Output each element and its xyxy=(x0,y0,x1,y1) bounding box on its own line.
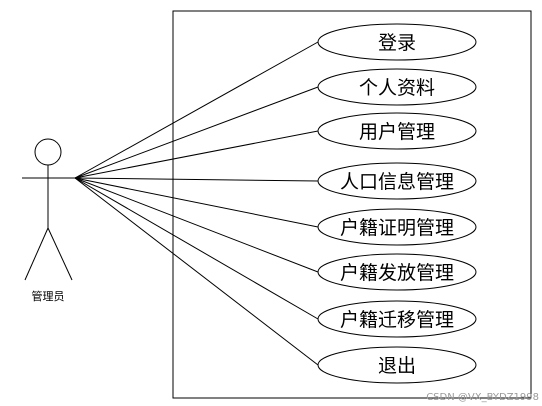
use-case-ellipse xyxy=(317,253,477,291)
use-case-ellipse xyxy=(317,112,477,150)
association-line xyxy=(74,177,319,273)
actor-left-leg xyxy=(24,227,49,281)
use-case-label: 人口信息管理 xyxy=(340,171,454,193)
use-case: 户籍证明管理 xyxy=(317,208,477,246)
association-line xyxy=(74,177,319,182)
use-case-ellipse xyxy=(317,23,477,61)
use-case-ellipse xyxy=(317,68,477,106)
use-case-label: 户籍迁移管理 xyxy=(340,309,454,331)
use-case: 退出 xyxy=(317,346,477,384)
use-case: 登录 xyxy=(317,23,477,61)
association-line xyxy=(74,177,319,366)
use-case-label: 户籍证明管理 xyxy=(340,217,454,239)
use-case: 人口信息管理 xyxy=(317,162,477,200)
use-case-label: 退出 xyxy=(378,355,416,377)
use-case-ellipse xyxy=(317,208,477,246)
use-case-ellipse xyxy=(317,162,477,200)
association-line xyxy=(74,86,319,179)
use-case-label: 个人资料 xyxy=(359,77,435,99)
watermark: CSDN @VX_BYDZ1998 xyxy=(426,392,539,403)
use-case-label: 户籍发放管理 xyxy=(340,262,454,284)
actor-figure xyxy=(22,138,76,281)
association-line xyxy=(74,177,319,320)
use-case: 户籍迁移管理 xyxy=(317,300,477,338)
use-case: 个人资料 xyxy=(317,68,477,106)
use-case: 用户管理 xyxy=(317,112,477,150)
system-boundary xyxy=(172,10,532,399)
actor-right-leg xyxy=(47,227,73,281)
association-line xyxy=(74,177,319,228)
use-case: 户籍发放管理 xyxy=(317,253,477,291)
use-case-ellipse xyxy=(317,300,477,338)
actor-label: 管理员 xyxy=(32,289,65,303)
use-case-label: 用户管理 xyxy=(359,121,435,143)
use-case-label: 登录 xyxy=(378,32,416,54)
use-case-ellipse xyxy=(317,346,477,384)
association-lines xyxy=(74,41,319,366)
association-line xyxy=(74,130,319,179)
actor-head xyxy=(34,138,62,166)
association-line xyxy=(74,41,319,179)
